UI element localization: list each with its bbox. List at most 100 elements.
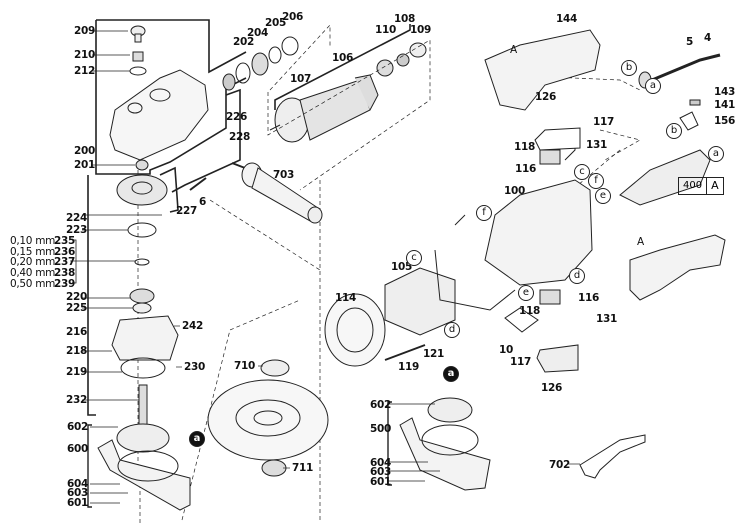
label-242: 242 [182,320,204,332]
side-handle-703 [231,162,323,224]
label-220: 220 [66,291,88,303]
label-603-right: 603 [370,466,392,478]
label-202: 202 [233,36,255,48]
label-110: 110 [375,24,397,36]
label-702: 702 [549,459,571,471]
label-232: 232 [66,394,88,406]
label-228: 228 [229,131,251,143]
label-230: 230 [184,361,206,373]
label-205: 205 [265,17,287,29]
label-223: 223 [66,224,88,236]
fan-baffle-114 [324,293,386,367]
label-118-bottom: 118 [519,305,541,317]
label-235: 235 [54,235,76,247]
label-116-bottom: 116 [578,292,600,304]
label-604-left: 604 [67,478,89,490]
connector-f-wire: f [476,205,492,221]
flange-218 [111,315,179,361]
label-109: 109 [410,24,432,36]
label-400-A: A [706,178,723,194]
rear-handle-bottom [629,234,726,301]
label-603-left: 603 [67,487,89,499]
guard-500 [399,417,491,491]
label-156: 156 [714,115,736,127]
connector-d-brush: d [569,268,585,284]
label-126-bottom: 126 [541,382,563,394]
label-A-top: A [510,44,517,56]
label-227: 227 [176,205,198,217]
label-226: 226 [226,111,248,123]
label-144: 144 [556,13,578,25]
connector-c-top: c [574,164,590,180]
label-A-bottom: A [637,236,644,248]
switch-ref-box: 400 A [678,177,724,195]
motor-housing-100 [484,179,593,286]
label-5: 5 [686,36,694,48]
connector-a-cord: a [645,78,661,94]
label-601-right: 601 [370,476,392,488]
label-710: 710 [234,360,256,372]
label-118-top: 118 [514,141,536,153]
label-200: 200 [74,145,96,157]
label-108: 108 [394,13,416,25]
label-106: 106 [332,52,354,64]
label-237: 237 [54,256,76,268]
gear-cover-200 [109,69,209,161]
connector-b-cord: b [621,60,637,76]
label-711: 711 [292,462,314,474]
label-204: 204 [247,27,269,39]
connector-a-guard-right: a [443,366,459,382]
armature-107 [269,74,379,143]
label-121: 121 [423,348,445,360]
label-141: 141 [714,99,736,111]
shim-size-238: 0,40 mm [10,267,56,279]
label-602-left: 602 [67,421,89,433]
label-105: 105 [391,261,413,273]
label-602-right: 602 [370,399,392,411]
rear-handle-top [484,29,601,111]
label-126-top: 126 [535,91,557,103]
label-212: 212 [74,65,96,77]
label-143: 143 [714,86,736,98]
label-600: 600 [67,443,89,455]
label-225: 225 [66,302,88,314]
label-206: 206 [282,11,304,23]
label-117-top: 117 [593,116,615,128]
bevel-gear [116,174,168,206]
label-116-top: 116 [515,163,537,175]
connector-e-top: e [595,188,611,204]
label-201: 201 [74,159,96,171]
label-703: 703 [273,169,295,181]
label-239: 239 [54,278,76,290]
label-601-left: 601 [67,497,89,509]
label-604-right: 604 [370,457,392,469]
label-216: 216 [66,326,88,338]
wrench-702 [579,434,646,479]
label-209: 209 [74,25,96,37]
label-100: 100 [504,185,526,197]
bracket-200 [96,19,247,74]
shim-size-237: 0,20 mm [10,256,56,268]
label-400: 400 [683,180,703,191]
shim-size-236: 0,15 mm [10,246,56,258]
connector-e-wire: e [518,285,534,301]
grinding-disc [207,379,329,461]
connector-b-switch: b [666,123,682,139]
label-224: 224 [66,212,88,224]
label-131-bottom: 131 [596,313,618,325]
label-131-top: 131 [586,139,608,151]
connector-d-wire: d [444,322,460,338]
label-236: 236 [54,246,76,258]
label-4: 4 [704,32,712,44]
shim-size-239: 0,50 mm [10,278,56,290]
label-107: 107 [290,73,312,85]
guard-600 [97,439,191,511]
label-114: 114 [335,292,357,304]
label-218: 218 [66,345,88,357]
label-6: 6 [199,196,207,208]
connector-f-top: f [588,173,604,189]
label-238: 238 [54,267,76,279]
label-210: 210 [74,49,96,61]
connector-c-wire: c [406,250,422,266]
